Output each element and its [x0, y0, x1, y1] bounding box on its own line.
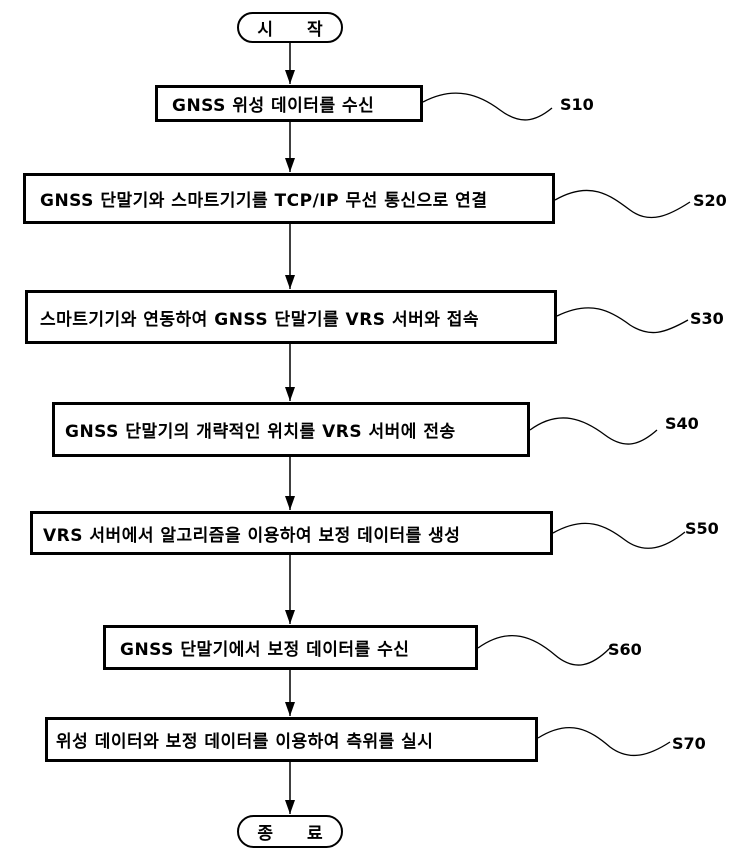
- step-box-s20: GNSS 단말기와 스마트기기를 TCP/IP 무선 통신으로 연결: [23, 173, 555, 224]
- step-box-s30: 스마트기기와 연동하여 GNSS 단말기를 VRS 서버와 접속: [25, 290, 557, 344]
- step-text: GNSS 위성 데이터를 수신: [172, 96, 375, 116]
- step-label-s70: S70: [672, 734, 706, 753]
- arrowhead: [285, 702, 295, 716]
- step-box-s70: 위성 데이터와 보정 데이터를 이용하여 측위를 실시: [45, 717, 538, 762]
- leader-line-s70: [537, 726, 671, 757]
- step-box-s60: GNSS 단말기에서 보정 데이터를 수신: [103, 625, 478, 670]
- end-label: 종 료: [257, 824, 337, 844]
- step-text: GNSS 단말기의 개략적인 위치를 VRS 서버에 전송: [65, 422, 456, 442]
- start-label: 시 작: [257, 20, 337, 40]
- step-text: 위성 데이터와 보정 데이터를 이용하여 측위를 실시: [56, 732, 434, 752]
- leader-line-s30: [556, 307, 689, 334]
- step-label-s10: S10: [560, 95, 594, 114]
- step-text: GNSS 단말기와 스마트기기를 TCP/IP 무선 통신으로 연결: [40, 191, 488, 211]
- step-box-s50: VRS 서버에서 알고리즘을 이용하여 보정 데이터를 생성: [30, 511, 553, 555]
- step-box-s10: GNSS 위성 데이터를 수신: [155, 85, 423, 122]
- step-label-s60: S60: [608, 640, 642, 659]
- leader-line-s60: [477, 634, 611, 666]
- arrowhead: [285, 275, 295, 289]
- leader-line-s50: [552, 522, 686, 549]
- arrowhead: [285, 610, 295, 624]
- step-text: 스마트기기와 연동하여 GNSS 단말기를 VRS 서버와 접속: [40, 309, 480, 330]
- arrowhead: [285, 800, 295, 814]
- step-box-s40: GNSS 단말기의 개략적인 위치를 VRS 서버에 전송: [52, 402, 530, 457]
- arrowhead: [285, 158, 295, 172]
- step-label-s20: S20: [693, 191, 727, 210]
- leader-line-s10: [422, 92, 553, 121]
- step-label-s40: S40: [665, 414, 699, 433]
- arrowhead: [285, 387, 295, 401]
- leader-line-s40: [529, 417, 658, 445]
- start-terminal: 시 작: [237, 12, 343, 43]
- step-label-s30: S30: [690, 309, 724, 328]
- step-text: GNSS 단말기에서 보정 데이터를 수신: [120, 640, 410, 660]
- arrowhead: [285, 496, 295, 510]
- arrowhead: [285, 70, 295, 84]
- leader-line-s20: [554, 189, 691, 219]
- step-text: VRS 서버에서 알고리즘을 이용하여 보정 데이터를 생성: [43, 525, 461, 546]
- end-terminal: 종 료: [237, 815, 343, 848]
- step-label-s50: S50: [685, 519, 719, 538]
